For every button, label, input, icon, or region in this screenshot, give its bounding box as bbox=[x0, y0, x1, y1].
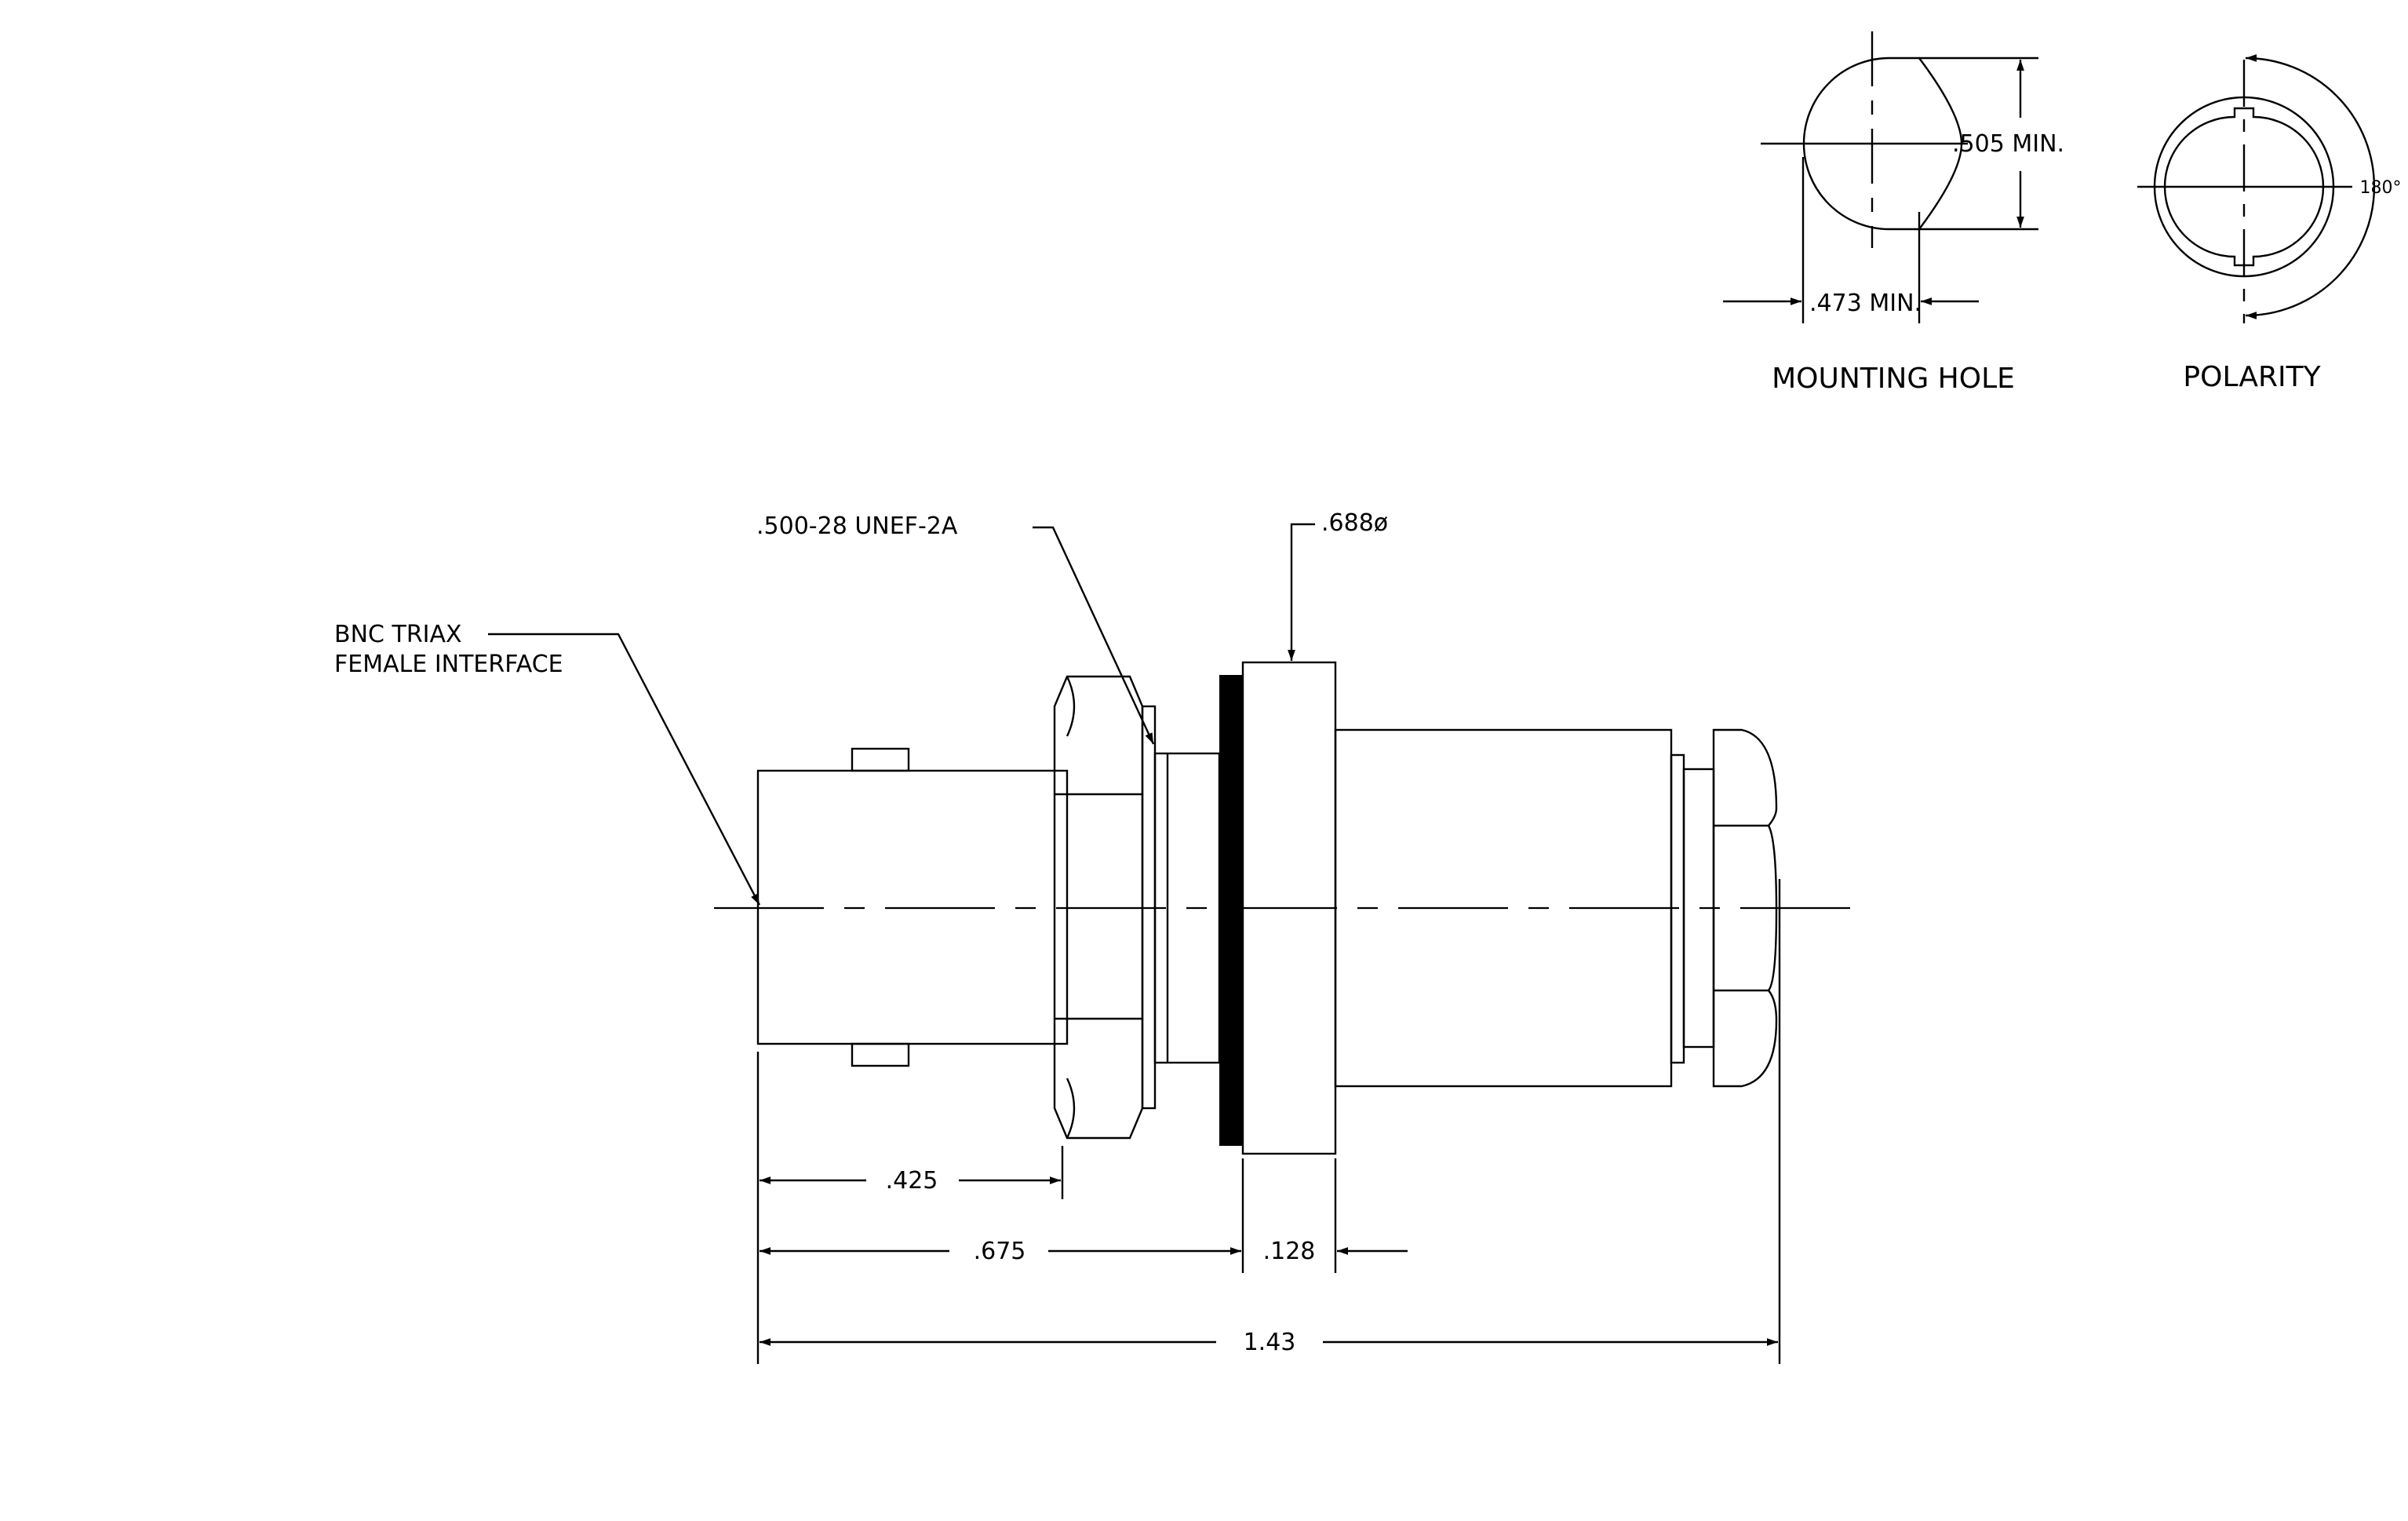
rear-cap-divisions bbox=[1714, 824, 1769, 992]
thread-leader bbox=[1033, 526, 1155, 745]
flange-dia-callout: .688ø bbox=[1321, 509, 1388, 537]
rear-cap bbox=[1712, 728, 1778, 1088]
dim-128: .128 bbox=[1263, 1238, 1316, 1265]
connector-side-view bbox=[714, 661, 1867, 1155]
hex-nut-chamfer bbox=[1066, 676, 1076, 1139]
interface-callout-line1: BNC TRIAX bbox=[334, 621, 462, 648]
mounting-hole-caption: MOUNTING HOLE bbox=[1772, 363, 2015, 395]
dim-overall: 1.43 bbox=[1244, 1329, 1296, 1356]
flange-dia-leader bbox=[1288, 523, 1315, 661]
mounting-hole-outline bbox=[1802, 57, 1963, 231]
callouts: BNC TRIAX FEMALE INTERFACE .500-28 UNEF-… bbox=[334, 509, 1388, 906]
hex-nut bbox=[1053, 675, 1144, 1140]
polarity-angle-arc bbox=[2245, 54, 2376, 319]
gasket bbox=[1219, 675, 1243, 1146]
bayonet-stud-top bbox=[851, 747, 910, 772]
bayonet-stud-bottom bbox=[851, 1042, 910, 1067]
thread-callout: .500-28 UNEF-2A bbox=[756, 512, 958, 540]
dim-675: .675 bbox=[974, 1238, 1026, 1265]
polarity-view: 180° POLARITY bbox=[2137, 54, 2402, 393]
hole-height-dim: .505 MIN. bbox=[1952, 130, 2064, 158]
polarity-angle: 180° bbox=[2360, 178, 2402, 198]
hole-width-dim: .473 MIN. bbox=[1809, 290, 1922, 317]
polarity-caption: POLARITY bbox=[2183, 361, 2321, 393]
interface-leader bbox=[488, 633, 761, 906]
interface-callout-line2: FEMALE INTERFACE bbox=[334, 651, 563, 678]
dim-425: .425 bbox=[886, 1167, 938, 1195]
dimensions: .425 .675 .128 1.43 bbox=[756, 879, 1781, 1364]
mounting-hole-view: .505 MIN. .473 MIN. MOUNTING HOLE bbox=[1723, 31, 2064, 395]
